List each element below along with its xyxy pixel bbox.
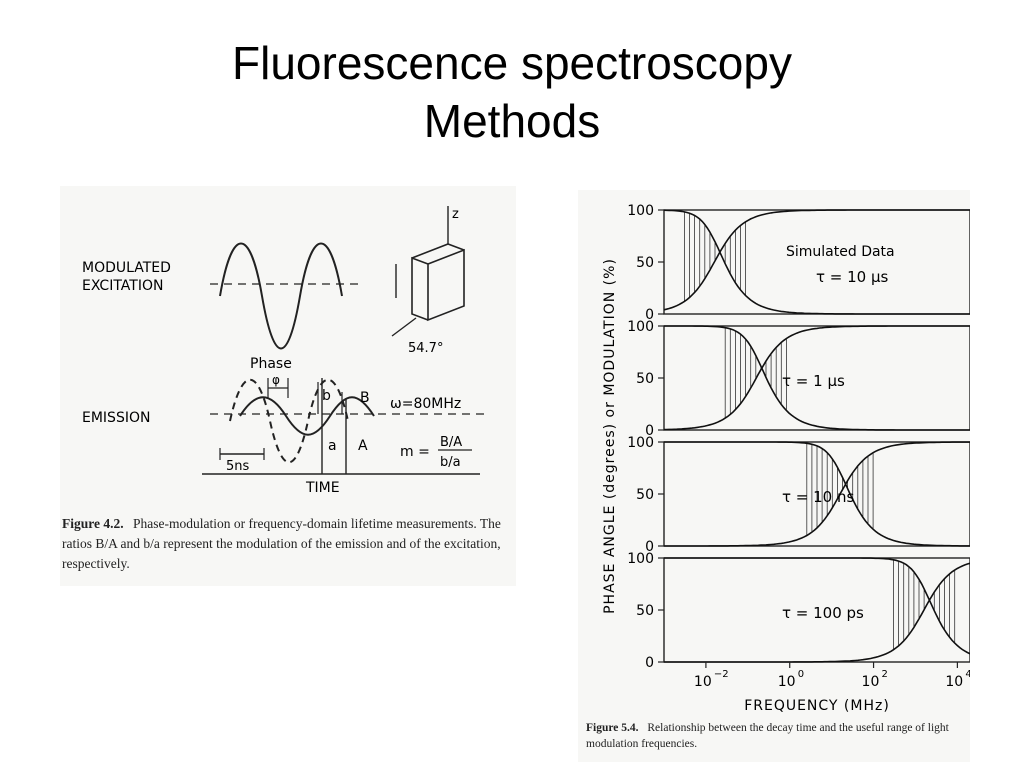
x-tick-exponent: 4 — [965, 669, 970, 680]
y-tick-label: 50 — [636, 487, 654, 503]
angle-label: 54.7° — [408, 341, 443, 356]
caption-text: Relationship between the decay time and … — [586, 722, 949, 750]
y-tick-label: 50 — [636, 255, 654, 271]
z-label: z — [452, 207, 459, 222]
b-label: b — [322, 388, 331, 404]
caption-label: Figure 4.2. — [62, 516, 124, 531]
y-tick-label: 0 — [645, 655, 654, 671]
tau-label: τ = 10 μs — [816, 268, 889, 286]
simulated-data-label: Simulated Data — [786, 244, 895, 260]
modulation-curve — [664, 325, 970, 431]
tau-label: τ = 1 μs — [782, 372, 845, 390]
excitation-wave — [219, 242, 343, 350]
modulated-label-1: MODULATED — [82, 260, 171, 276]
title-line-2: Methods — [423, 95, 601, 147]
y-axis-label: PHASE ANGLE (degrees) or MODULATION (%) — [602, 258, 618, 614]
y-tick-label: 50 — [636, 603, 654, 619]
y-tick-label: 100 — [627, 319, 654, 335]
cuvette-icon — [411, 243, 465, 322]
figure-5-4-caption: Figure 5.4. Relationship between the dec… — [586, 720, 966, 752]
omega-label: ω=80MHz — [390, 396, 461, 412]
m-eq-label: m = — [400, 444, 430, 460]
title-line-1: Fluorescence spectroscopy — [232, 37, 792, 89]
y-tick-label: 100 — [627, 203, 654, 219]
modulation-curve — [664, 557, 970, 655]
modulation-curve — [664, 441, 970, 547]
phase-modulation-diagram: MODULATED EXCITATION EMISSION Phase φ b … — [82, 206, 490, 496]
emission-wave — [239, 396, 375, 436]
figure-4-2: MODULATED EXCITATION EMISSION Phase φ b … — [60, 186, 516, 586]
x-tick-exponent: 0 — [798, 669, 804, 680]
tau-label: τ = 10 ns — [782, 488, 854, 506]
time-label: TIME — [305, 480, 340, 496]
phase-label: Phase — [250, 356, 292, 372]
x-tick-label: 10 — [862, 674, 880, 690]
x-tick-label: 10 — [778, 674, 796, 690]
modulated-label-2: EXCITATION — [82, 278, 163, 294]
phi-label: φ — [272, 373, 280, 387]
m-num-label: B/A — [440, 435, 462, 450]
tau-label: τ = 100 ps — [782, 604, 864, 622]
B-label: B — [360, 390, 370, 406]
y-tick-label: 0 — [645, 423, 654, 439]
A-label: A — [358, 438, 368, 454]
5ns-label: 5ns — [226, 459, 250, 474]
x-axis-label: FREQUENCY (MHz) — [744, 698, 890, 714]
y-tick-label: 0 — [645, 307, 654, 323]
y-tick-label: 0 — [645, 539, 654, 555]
emission-label: EMISSION — [82, 410, 150, 426]
x-tick-exponent: −2 — [714, 669, 729, 680]
x-tick-label: 10 — [694, 674, 712, 690]
modulation-curve — [663, 209, 970, 315]
phase-curve — [663, 325, 970, 431]
figure-4-2-caption: Figure 4.2. Phase-modulation or frequenc… — [62, 514, 514, 574]
x-tick-exponent: 2 — [882, 669, 888, 680]
a-label: a — [328, 438, 337, 454]
y-tick-label: 100 — [627, 551, 654, 567]
phase-curve — [663, 209, 970, 311]
phase-curve — [664, 441, 970, 547]
x-tick-label: 10 — [945, 674, 963, 690]
caption-label: Figure 5.4. — [586, 722, 639, 734]
phase-curve — [664, 562, 970, 663]
m-den-label: b/a — [440, 455, 461, 470]
y-tick-label: 100 — [627, 435, 654, 451]
caption-text: Phase-modulation or frequency-domain lif… — [62, 516, 501, 571]
slide-title: Fluorescence spectroscopy Methods — [0, 34, 1024, 150]
y-tick-label: 50 — [636, 371, 654, 387]
